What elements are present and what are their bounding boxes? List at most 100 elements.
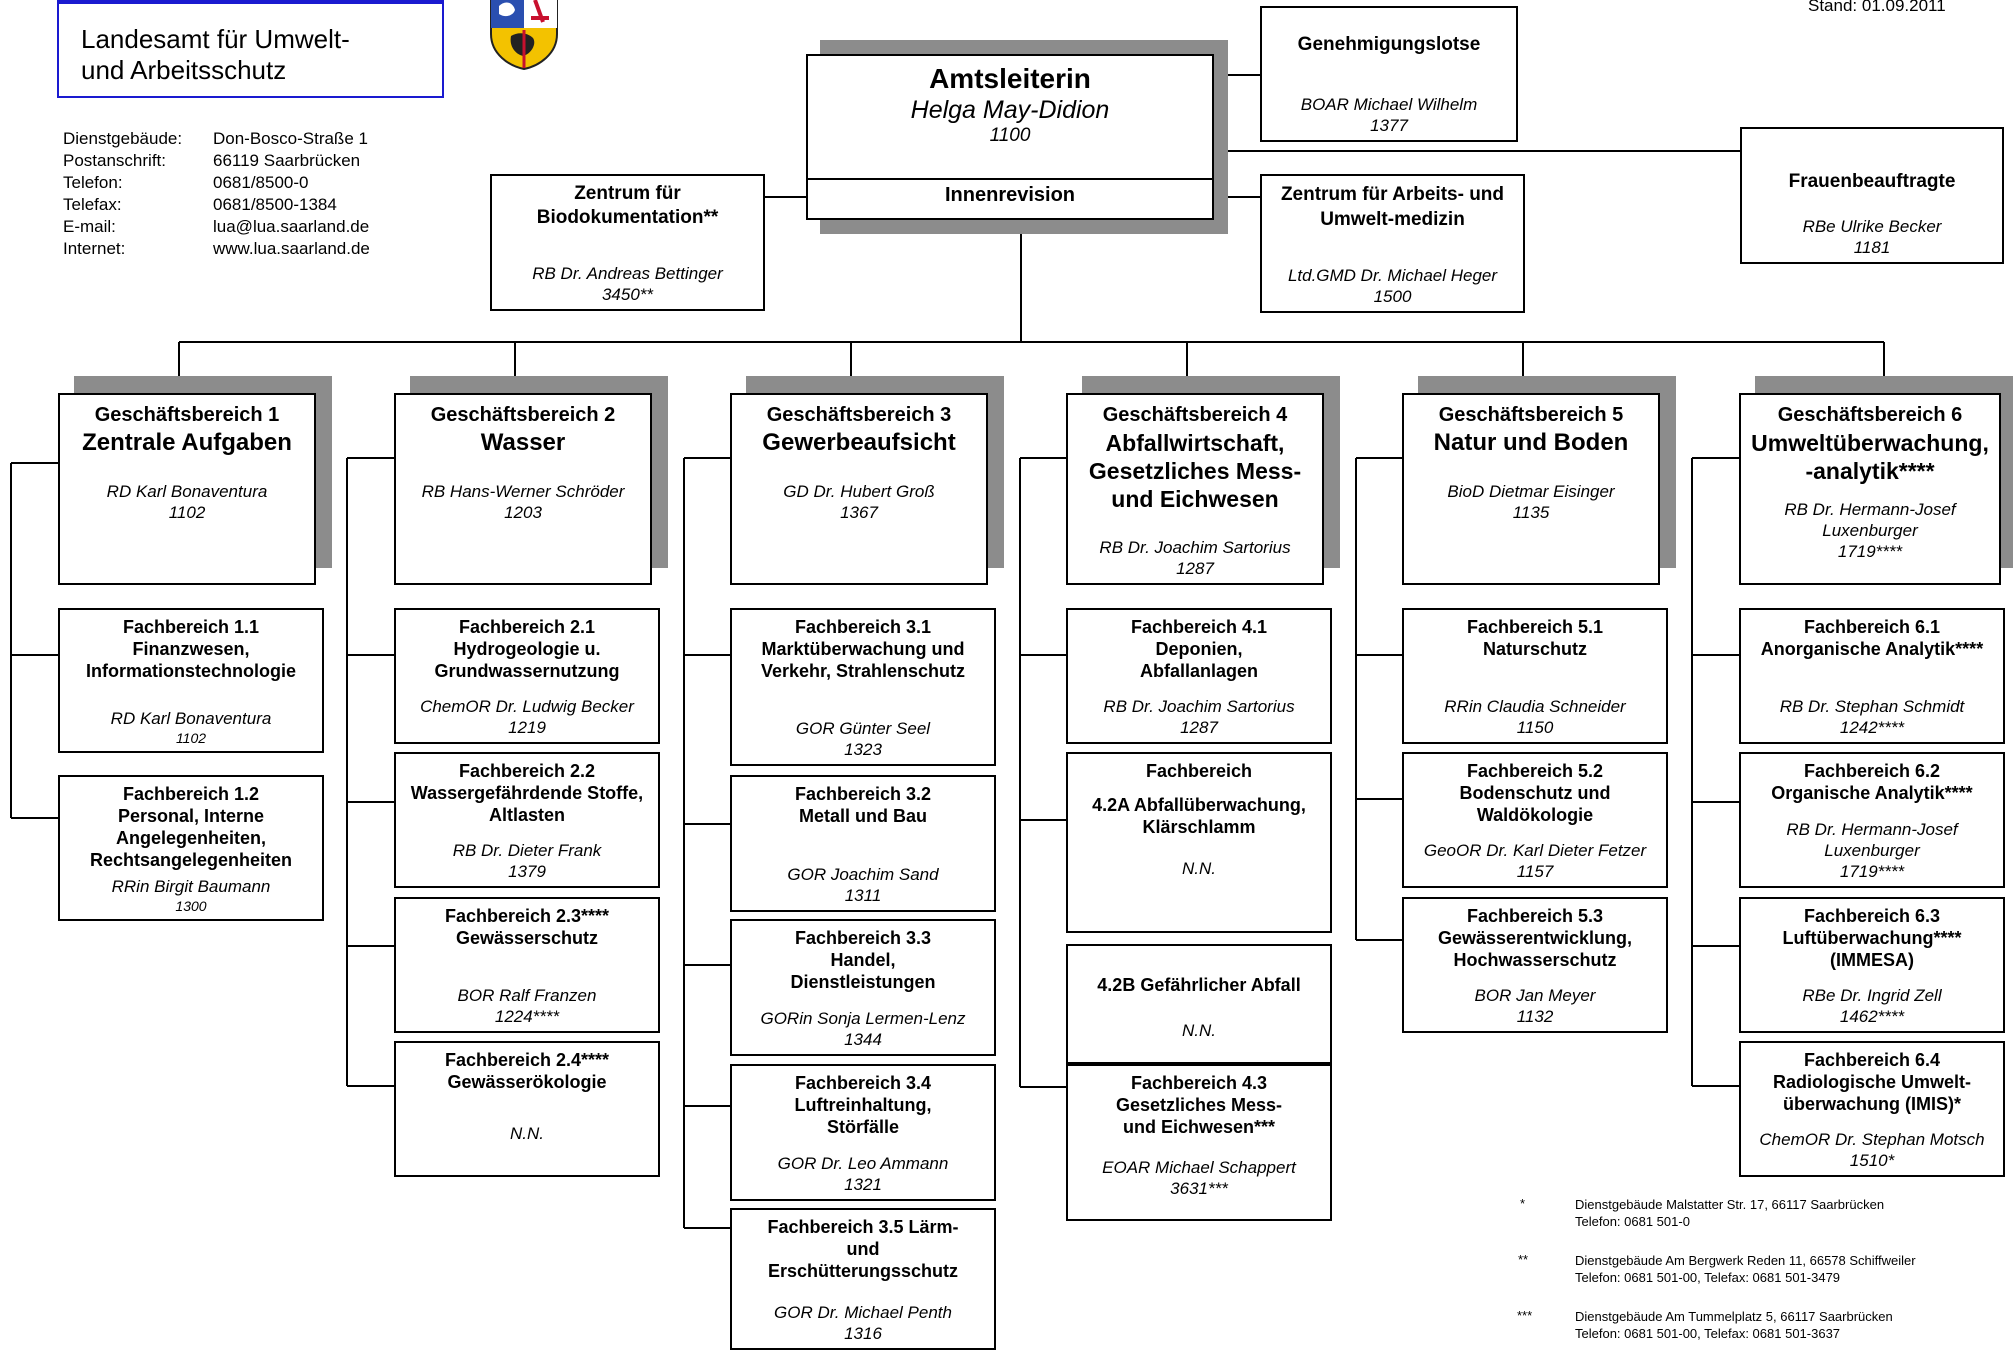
unit-title: Fachbereich 3.2 Metall und Bau [794,784,932,826]
unit-1-2-box: Fachbereich 1.2 Personal, Interne Angele… [58,775,324,921]
unit-head-code: 1311 [844,886,882,905]
division-1-box: Geschäftsbereich 1 Zentrale Aufgaben RD … [58,393,316,585]
stand-date: Stand: 01.09.2011 [1808,0,1946,15]
unit-2-1-box: Fachbereich 2.1 Hydrogeologie u. Grundwa… [394,608,660,744]
biodokumentation-box: Zentrum für Biodokumentation** RB Dr. An… [490,174,765,311]
unit-head-name: GeoOR Dr. Karl Dieter Fetzer [1423,841,1647,860]
unit-title: Fachbereich 3.5 Lärm- und Erschütterungs… [767,1217,959,1281]
division-title: Geschäftsbereich 5 [1438,404,1624,426]
division-head-code: 1719**** [1837,542,1903,561]
unit-title: Fachbereich 2.3**** Gewässerschutz [444,906,610,948]
address-row: E-mail:lua@lua.saarland.de [63,216,370,238]
address-row: Telefax:0681/8500-1384 [63,194,370,216]
division-4-box: Geschäftsbereich 4 Abfallwirtschaft, Ges… [1066,393,1324,585]
unit-head-code: 1379 [508,862,546,881]
unit-head-name: EOAR Michael Schappert [1102,1158,1296,1177]
unit-title: Fachbereich 6.2 Organische Analytik**** [1771,761,1973,803]
unit-head-name: RB Dr. Stephan Schmidt [1779,697,1965,716]
unit-title: Fachbereich 6.3 Luftüberwachung**** (IMM… [1782,906,1962,970]
division-title: Geschäftsbereich 1 [94,404,280,426]
box-code: 1500 [1373,287,1412,306]
unit-head-name: RB Dr. Hermann-Josef Luxenburger [1786,820,1958,860]
footnote-mark: ** [1518,1252,1529,1267]
division-subtitle: Wasser [480,429,566,456]
unit-head-name: N.N. [1182,859,1216,878]
unit-3-4-box: Fachbereich 3.4 Luftreinhaltung, Störfäl… [730,1064,996,1201]
unit-title: Fachbereich 2.1 Hydrogeologie u. Grundwa… [434,617,620,681]
unit-head-code: 1323 [844,740,882,759]
unit-head-code: 1321 [844,1175,882,1194]
unit-head-code: 1287 [1180,718,1218,737]
unit-3-5-box: Fachbereich 3.5 Lärm- und Erschütterungs… [730,1208,996,1350]
footnote-text: Dienstgebäude Malstatter Str. 17, 66117 … [1575,1196,1884,1230]
box-code: 1181 [1853,238,1891,257]
unit-title: Fachbereich 1.1 Finanzwesen, Information… [85,617,296,681]
division-head-name: RB Dr. Joachim Sartorius [1099,538,1291,557]
unit-4-2a-box: Fachbereich 4.2A Abfallüberwachung, Klär… [1066,752,1332,933]
division-title: Geschäftsbereich 3 [766,404,952,426]
head-box: Amtsleiterin Helga May-Didion 1100 Innen… [806,54,1214,220]
unit-title: Fachbereich 2.4**** Gewässerökologie [444,1050,610,1092]
box-code: 3450** [601,285,654,304]
innenrevision-label: Innenrevision [944,184,1076,206]
unit-head-name: RRin Claudia Schneider [1444,697,1626,716]
footnote-line: Dienstgebäude Malstatter Str. 17, 66117 … [1575,1197,1885,1212]
address-value: www.lua.saarland.de [213,239,370,258]
unit-head-name: BOR Ralf Franzen [457,986,597,1005]
unit-head-name: GORin Sonja Lermen-Lenz [760,1009,966,1028]
box-title: Genehmigungslotse [1297,34,1481,55]
address-value: lua@lua.saarland.de [213,217,370,236]
unit-1-1-box: Fachbereich 1.1 Finanzwesen, Information… [58,608,324,753]
unit-2-3-box: Fachbereich 2.3**** Gewässerschutz BOR R… [394,897,660,1033]
box-title: Zentrum für Arbeits- und Umwelt-medizin [1280,184,1505,230]
address-value: 0681/8500-0 [213,173,309,192]
unit-5-2-box: Fachbereich 5.2 Bodenschutz und Waldökol… [1402,752,1668,888]
footnote-line: Telefon: 0681 501-00, Telefax: 0681 501-… [1575,1270,1841,1285]
head-code: 1100 [989,125,1031,146]
division-title: Geschäftsbereich 4 [1102,404,1288,426]
unit-title: Fachbereich 5.3 Gewässerentwicklung, Hoc… [1437,906,1633,970]
unit-2-4-box: Fachbereich 2.4**** Gewässerökologie N.N… [394,1041,660,1177]
address-block: Dienstgebäude:Don-Bosco-Straße 1 Postans… [63,128,370,260]
unit-title: Fachbereich 6.4 Radiologische Umwelt-übe… [1772,1050,1972,1114]
unit-head-name: RBe Dr. Ingrid Zell [1802,986,1942,1005]
division-subtitle: Natur und Boden [1433,429,1629,456]
unit-title: Fachbereich 2.2 Wassergefährdende Stoffe… [410,761,644,825]
division-subtitle: Zentrale Aufgaben [82,429,292,456]
footnote-line: Dienstgebäude Am Bergwerk Reden 11, 6657… [1575,1253,1916,1268]
division-head-code: 1287 [1176,559,1214,578]
unit-head-name: RB Dr. Dieter Frank [452,841,602,860]
head-title: Amtsleiterin [929,63,1091,94]
unit-head-name: N.N. [1182,1021,1216,1040]
unit-head-name: GOR Joachim Sand [787,865,939,884]
unit-title: Fachbereich 3.4 Luftreinhaltung, Störfäl… [794,1073,932,1137]
unit-head-name: RRin Birgit Baumann [111,877,271,896]
division-head-name: RB Hans-Werner Schröder [421,482,625,501]
box-title: Zentrum für Biodokumentation** [536,183,719,228]
unit-5-3-box: Fachbereich 5.3 Gewässerentwicklung, Hoc… [1402,897,1668,1033]
unit-head-code: 1510* [1849,1151,1895,1170]
logo-accent-strip [59,0,442,4]
unit-head-code: 3631*** [1170,1179,1228,1198]
box-title: Frauenbeauftragte [1788,171,1956,192]
unit-head-code: 1719**** [1839,862,1905,881]
unit-title: Fachbereich 5.1 Naturschutz [1466,617,1604,659]
footnote-text: Dienstgebäude Am Tummelplatz 5, 66117 Sa… [1575,1308,1893,1342]
division-head-name: GD Dr. Hubert Groß [783,482,935,501]
unit-6-2-box: Fachbereich 6.2 Organische Analytik**** … [1739,752,2005,888]
unit-6-1-box: Fachbereich 6.1 Anorganische Analytik***… [1739,608,2005,744]
unit-head-code: 1242**** [1839,718,1905,737]
unit-title: Fachbereich 6.1 Anorganische Analytik***… [1760,617,1984,659]
division-subtitle: Gewerbeaufsicht [762,429,956,456]
address-label: Telefon: [63,173,123,192]
address-row: Telefon: 0681/8500-0 [63,172,370,194]
frauenbeauftragte-box: Frauenbeauftragte RBe Ulrike Becker 1181 [1740,127,2004,264]
unit-head-name: RB Dr. Joachim Sartorius [1103,697,1295,716]
unit-head-name: GOR Günter Seel [795,719,931,738]
unit-title: Fachbereich [1145,761,1253,781]
unit-title: Fachbereich 3.1 Marktüberwachung und Ver… [760,617,966,681]
unit-head-code: 1344 [844,1030,882,1049]
arbeitsmedizin-box: Zentrum für Arbeits- und Umwelt-medizin … [1260,174,1525,313]
address-label: Internet: [63,239,126,258]
division-head-code: 1102 [168,503,206,522]
